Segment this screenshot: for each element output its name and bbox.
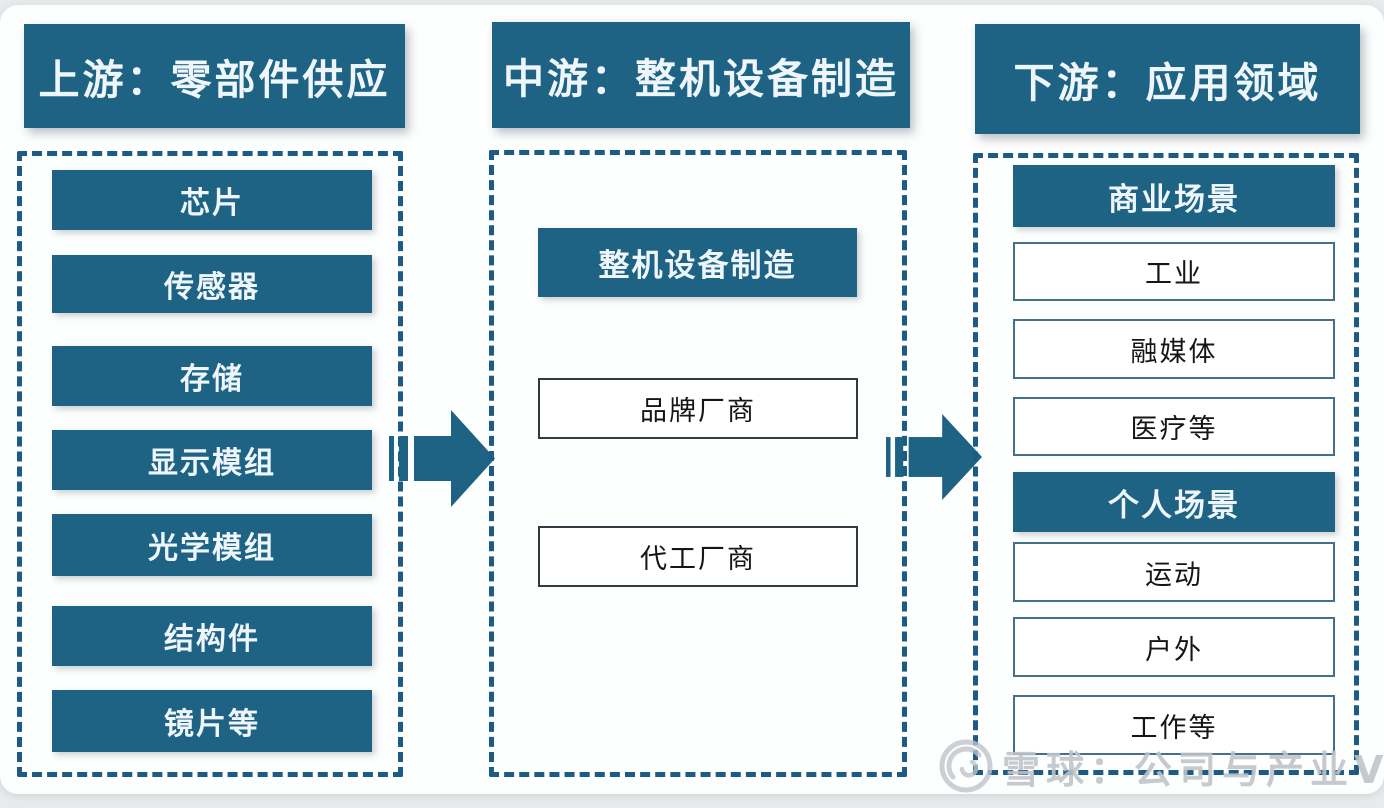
midstream-item-oem-manufacturer: 代工厂商 (538, 526, 858, 587)
midstream-item-oem-manufacturer-label: 代工厂商 (640, 544, 756, 575)
upstream-item-chip-label: 芯片 (180, 186, 244, 221)
downstream-header-label: 下游：应用领域 (1013, 59, 1322, 107)
downstream-item-work-label: 工作等 (1130, 712, 1218, 744)
downstream-group-box (973, 153, 1359, 775)
upstream-item-optical-module: 光学模组 (52, 514, 372, 576)
midstream-header-label: 中游：整机设备制造 (503, 55, 899, 103)
downstream-item-sports: 运动 (1013, 542, 1335, 602)
downstream-item-industrial-label: 工业 (1145, 259, 1203, 290)
upstream-item-optical-module-label: 光学模组 (148, 531, 276, 566)
downstream-commercial-scenarios-header: 商业场景 (1013, 165, 1335, 227)
downstream-item-industrial: 工业 (1013, 242, 1335, 301)
upstream-header-label: 上游：零部件供应 (38, 56, 391, 104)
upstream-item-storage: 存储 (52, 346, 372, 406)
downstream-item-outdoor-label: 户外 (1145, 634, 1203, 666)
upstream-item-lens-label: 镜片等 (164, 707, 260, 742)
upstream-item-structural-parts-label: 结构件 (164, 622, 260, 657)
upstream-item-display-module: 显示模组 (52, 430, 372, 490)
upstream-item-sensor-label: 传感器 (164, 270, 260, 305)
upstream-to-midstream-arrow-icon (389, 410, 495, 507)
upstream-header: 上游：零部件供应 (24, 24, 405, 128)
upstream-item-sensor: 传感器 (52, 255, 372, 313)
downstream-personal-scenarios-label: 个人场景 (1108, 487, 1240, 524)
midstream-header: 中游：整机设备制造 (492, 22, 910, 128)
downstream-personal-scenarios-header: 个人场景 (1013, 472, 1335, 532)
downstream-commercial-scenarios-label: 商业场景 (1108, 181, 1240, 218)
downstream-header: 下游：应用领域 (975, 24, 1360, 134)
upstream-item-storage-label: 存储 (180, 362, 244, 397)
upstream-item-structural-parts: 结构件 (52, 606, 372, 666)
downstream-item-medical-label: 医疗等 (1130, 414, 1218, 445)
midstream-subheader-label: 整机设备制造 (598, 248, 797, 284)
midstream-group-box (489, 150, 907, 777)
upstream-item-lens: 镜片等 (52, 690, 372, 752)
downstream-item-work: 工作等 (1013, 695, 1335, 755)
downstream-item-converged-media-label: 融媒体 (1130, 336, 1218, 368)
upstream-item-display-module-label: 显示模组 (148, 446, 276, 481)
midstream-subheader: 整机设备制造 (538, 228, 857, 297)
downstream-item-outdoor: 户外 (1013, 617, 1335, 677)
midstream-item-brand-manufacturer: 品牌厂商 (538, 378, 858, 439)
midstream-item-brand-manufacturer-label: 品牌厂商 (640, 396, 756, 427)
downstream-item-converged-media: 融媒体 (1013, 319, 1335, 379)
downstream-item-sports-label: 运动 (1145, 559, 1203, 591)
midstream-to-downstream-arrow-icon (886, 414, 982, 500)
upstream-item-chip: 芯片 (52, 170, 372, 230)
downstream-item-medical: 医疗等 (1013, 397, 1335, 456)
